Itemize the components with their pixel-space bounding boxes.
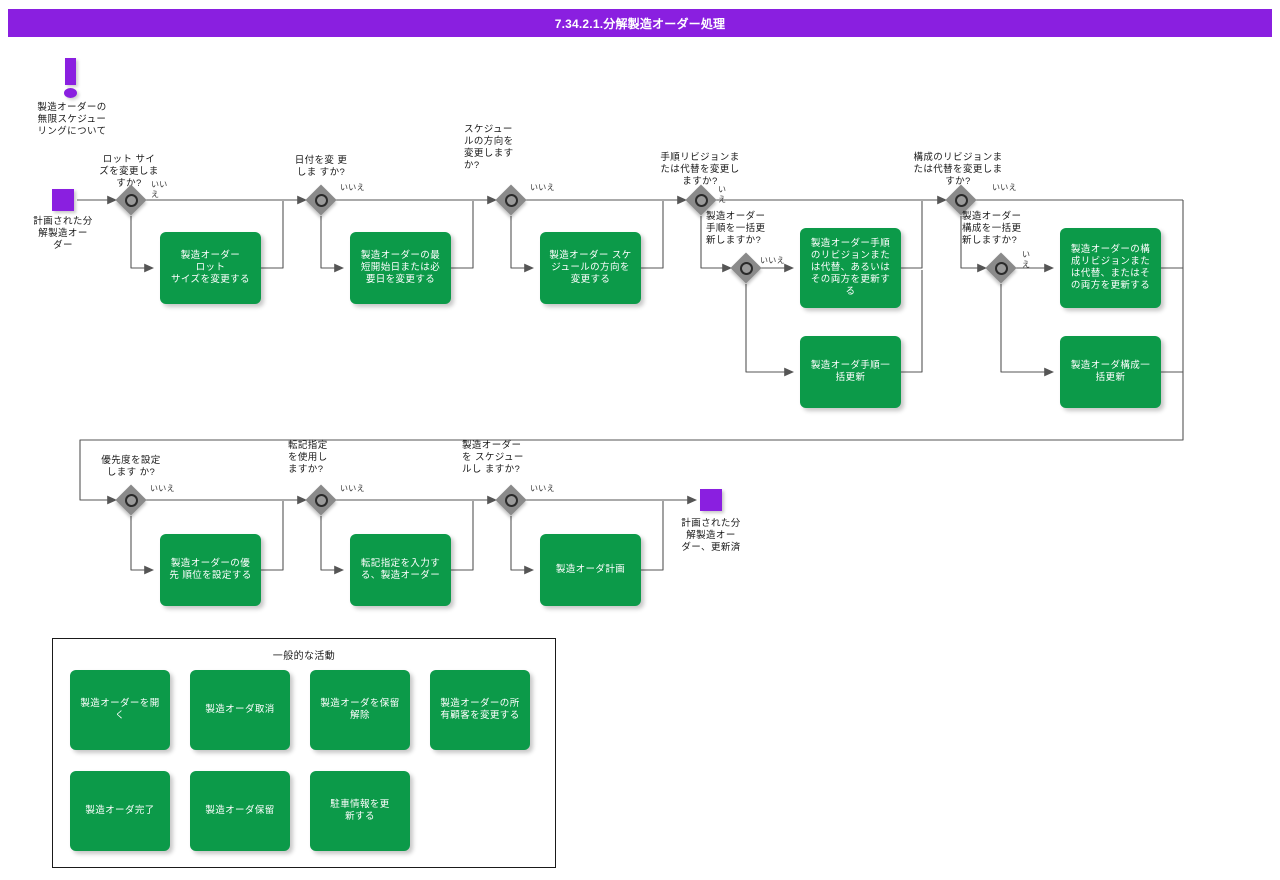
page-title-banner: 7.34.2.1.分解製造オーダー処理 bbox=[8, 9, 1272, 37]
edge-label-routing-mass-no: いいえ bbox=[760, 256, 785, 265]
activity-label: 製造オーダ完了 bbox=[85, 805, 155, 816]
start-label: 計画された分 解製造オー ダー bbox=[33, 216, 93, 251]
activity-unhold-order[interactable]: 製造オーダを保留 解除 bbox=[310, 670, 410, 750]
process-priority[interactable]: 製造オーダーの優 先 順位を設定する bbox=[160, 534, 261, 606]
exclamation-icon bbox=[62, 58, 80, 100]
decision-dates[interactable] bbox=[305, 184, 337, 216]
activity-complete-order[interactable]: 製造オーダ完了 bbox=[70, 771, 170, 851]
note-text: 製造オーダーの 無限スケジュー リングについて bbox=[37, 102, 107, 137]
decision-config-rev[interactable] bbox=[945, 184, 977, 216]
diamond-inner-circle bbox=[125, 494, 138, 507]
process-label: 製造オーダー手順 のリビジョンまた は代替、あるいは その両方を更新す る bbox=[810, 238, 891, 297]
decision-label-priority: 優先度を設定 します か? bbox=[101, 455, 161, 478]
decision-label-dates: 日付を変 更 しま すか? bbox=[294, 155, 348, 178]
decision-lot-size[interactable] bbox=[115, 184, 147, 216]
edge-label-posting-no: いいえ bbox=[340, 484, 365, 493]
process-lot-size[interactable]: 製造オーダー ロット サイズを変更する bbox=[160, 232, 261, 304]
diamond-inner-circle bbox=[125, 194, 138, 207]
diamond-inner-circle bbox=[995, 262, 1008, 275]
decision-routing-mass[interactable] bbox=[730, 252, 762, 284]
activity-label: 製造オーダーを開 く bbox=[80, 698, 160, 721]
process-label: 製造オーダ計画 bbox=[555, 564, 626, 575]
decision-config-mass[interactable] bbox=[985, 252, 1017, 284]
activity-update-parking[interactable]: 駐車情報を更 新する bbox=[310, 771, 410, 851]
process-label: 製造オーダーの最 短開始日または必 要日を変更する bbox=[360, 250, 441, 285]
process-label: 製造オーダー スケ ジュールの方向を 変更する bbox=[549, 250, 632, 285]
decision-label-posting: 転記指定 を使用し ますか? bbox=[288, 440, 328, 475]
activity-label: 製造オーダを保留 解除 bbox=[320, 698, 400, 721]
diamond-inner-circle bbox=[505, 494, 518, 507]
process-label: 転記指定を入力す る、製造オーダー bbox=[360, 558, 441, 581]
exclamation-bar bbox=[65, 58, 76, 85]
exclamation-dot bbox=[64, 88, 77, 98]
activity-open-order[interactable]: 製造オーダーを開 く bbox=[70, 670, 170, 750]
end-label: 計画された分 解製造オー ダー、更新済 bbox=[681, 518, 741, 553]
process-plan[interactable]: 製造オーダ計画 bbox=[540, 534, 641, 606]
edge-label-config-mass-no: い え bbox=[1022, 250, 1031, 269]
activity-label: 製造オーダ取消 bbox=[205, 704, 275, 715]
diamond-inner-circle bbox=[505, 194, 518, 207]
decision-label-routing-rev: 手順リビジョンま たは代替を変更し ますか? bbox=[660, 152, 740, 187]
diamond-inner-circle bbox=[315, 494, 328, 507]
process-label: 製造オーダーの構 成リビジョンまた は代替、またはそ の両方を更新する bbox=[1070, 244, 1151, 291]
process-schedule-dir[interactable]: 製造オーダー スケ ジュールの方向を 変更する bbox=[540, 232, 641, 304]
activity-label: 製造オーダ保留 bbox=[205, 805, 275, 816]
diamond-inner-circle bbox=[955, 194, 968, 207]
activity-label: 製造オーダーの所 有顧客を変更する bbox=[440, 698, 520, 721]
process-label: 製造オーダ手順一 括更新 bbox=[810, 360, 891, 383]
edge-label-lot-size-no: いい え bbox=[151, 180, 168, 199]
diamond-inner-circle bbox=[315, 194, 328, 207]
process-label: 製造オーダー ロット サイズを変更する bbox=[171, 250, 250, 285]
activity-label: 駐車情報を更 新する bbox=[330, 799, 390, 822]
edge-label-routing-rev-no: い え bbox=[718, 185, 727, 204]
process-routing-mass[interactable]: 製造オーダ手順一 括更新 bbox=[800, 336, 901, 408]
process-dates[interactable]: 製造オーダーの最 短開始日または必 要日を変更する bbox=[350, 232, 451, 304]
decision-label-schedule-dir: スケジュー ルの方向を 変更します か? bbox=[464, 124, 514, 171]
decision-label-routing-mass: 製造オーダー 手順を一括更 新しますか? bbox=[706, 211, 766, 246]
edge-label-schedule-dir-no: いいえ bbox=[530, 183, 555, 192]
decision-label-schedule-order: 製造オーダー を スケジュー ルし ますか? bbox=[462, 440, 524, 475]
activity-change-owner[interactable]: 製造オーダーの所 有顧客を変更する bbox=[430, 670, 530, 750]
decision-priority[interactable] bbox=[115, 484, 147, 516]
process-posting[interactable]: 転記指定を入力す る、製造オーダー bbox=[350, 534, 451, 606]
page-title: 7.34.2.1.分解製造オーダー処理 bbox=[554, 16, 726, 31]
decision-label-lot-size: ロット サイ ズを変更しま すか? bbox=[99, 154, 159, 189]
decision-schedule-order[interactable] bbox=[495, 484, 527, 516]
start-terminator[interactable] bbox=[52, 189, 74, 211]
process-config-rev[interactable]: 製造オーダーの構 成リビジョンまた は代替、またはそ の両方を更新する bbox=[1060, 228, 1161, 308]
process-config-mass[interactable]: 製造オーダ構成一 括更新 bbox=[1060, 336, 1161, 408]
edge-label-dates-no: いいえ bbox=[340, 183, 365, 192]
edge-label-schedule-order-no: いいえ bbox=[530, 484, 555, 493]
edge-label-config-rev-no: いいえ bbox=[992, 183, 1017, 192]
decision-routing-rev[interactable] bbox=[685, 184, 717, 216]
activity-cancel-order[interactable]: 製造オーダ取消 bbox=[190, 670, 290, 750]
activity-hold-order[interactable]: 製造オーダ保留 bbox=[190, 771, 290, 851]
diamond-inner-circle bbox=[740, 262, 753, 275]
process-routing-rev[interactable]: 製造オーダー手順 のリビジョンまた は代替、あるいは その両方を更新す る bbox=[800, 228, 901, 308]
decision-posting[interactable] bbox=[305, 484, 337, 516]
common-activities-title: 一般的な活動 bbox=[272, 651, 336, 662]
process-label: 製造オーダ構成一 括更新 bbox=[1070, 360, 1151, 383]
end-terminator[interactable] bbox=[700, 489, 722, 511]
decision-label-config-mass: 製造オーダー 構成を一括更 新しますか? bbox=[962, 211, 1022, 246]
decision-schedule-dir[interactable] bbox=[495, 184, 527, 216]
edge-label-priority-no: いいえ bbox=[150, 484, 175, 493]
decision-label-config-rev: 構成のリビジョンま たは代替を変更しま すか? bbox=[913, 152, 1003, 187]
diamond-inner-circle bbox=[695, 194, 708, 207]
process-label: 製造オーダーの優 先 順位を設定する bbox=[169, 558, 252, 581]
